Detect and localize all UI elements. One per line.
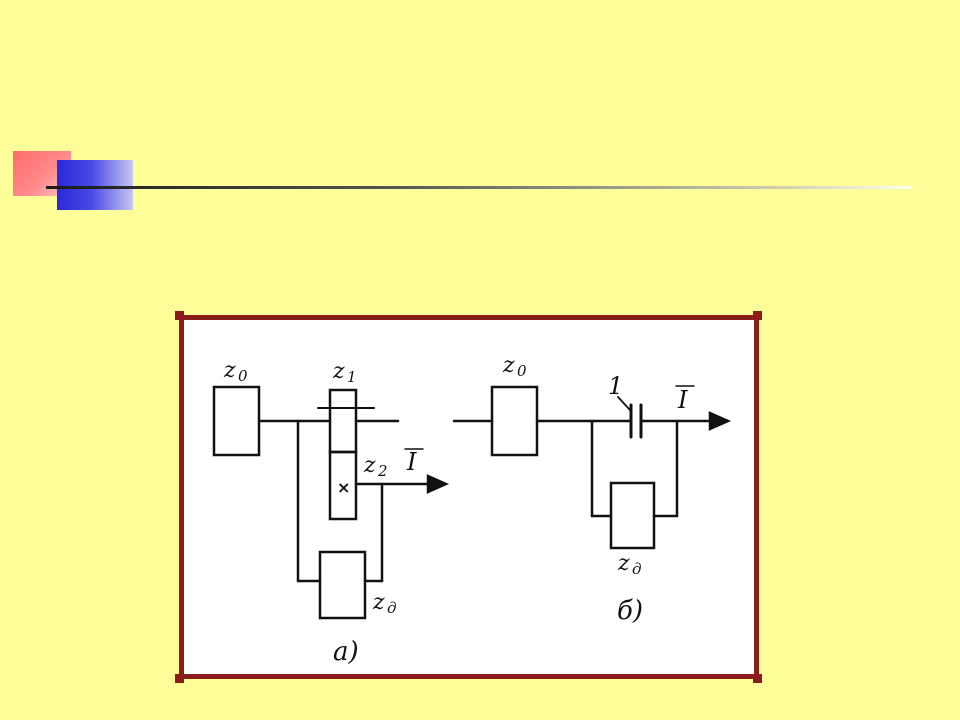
left-z0-label: z xyxy=(223,358,236,383)
right-zd-block xyxy=(609,481,656,550)
left-z2-subscript: 2 xyxy=(377,462,388,480)
capacitor-tag-leader xyxy=(617,396,631,411)
left-zd-subscript: д xyxy=(387,599,397,617)
right-caption: б) xyxy=(617,596,643,626)
left-z2-label: z xyxy=(363,453,376,478)
frame-corner-tl xyxy=(175,311,184,320)
left-current-arrow xyxy=(426,474,450,494)
left-zd-block xyxy=(318,550,367,620)
left-current-label: I xyxy=(406,448,417,476)
blue-gradient-square xyxy=(57,160,133,210)
right-current-label: I xyxy=(677,386,688,414)
right-zd-label: z xyxy=(617,551,630,576)
diagram-frame xyxy=(179,315,759,679)
right-current-arrow xyxy=(708,411,732,431)
left-z0-subscript: 0 xyxy=(238,367,248,385)
frame-corner-br xyxy=(753,674,762,683)
frame-corner-tr xyxy=(753,311,762,320)
right-z0-block xyxy=(490,385,539,457)
right-circuit xyxy=(452,385,732,550)
left-z1-subscript: 1 xyxy=(347,368,357,386)
left-z2-cross-mark: × xyxy=(337,478,350,497)
left-circuit xyxy=(212,385,450,620)
left-zd-label: z xyxy=(372,590,385,615)
left-z0-block xyxy=(212,385,261,457)
capacitor-tag-label: 1 xyxy=(608,372,623,400)
title-divider-line xyxy=(46,186,912,189)
left-z1-label: z xyxy=(332,359,345,384)
right-zd-subscript: д xyxy=(632,560,642,578)
frame-corner-bl xyxy=(175,674,184,683)
left-caption: а) xyxy=(333,637,359,667)
right-z0-subscript: 0 xyxy=(517,362,527,380)
left-z1-block xyxy=(328,388,358,454)
left-z2-block xyxy=(328,450,358,521)
right-z0-label: z xyxy=(502,353,515,378)
